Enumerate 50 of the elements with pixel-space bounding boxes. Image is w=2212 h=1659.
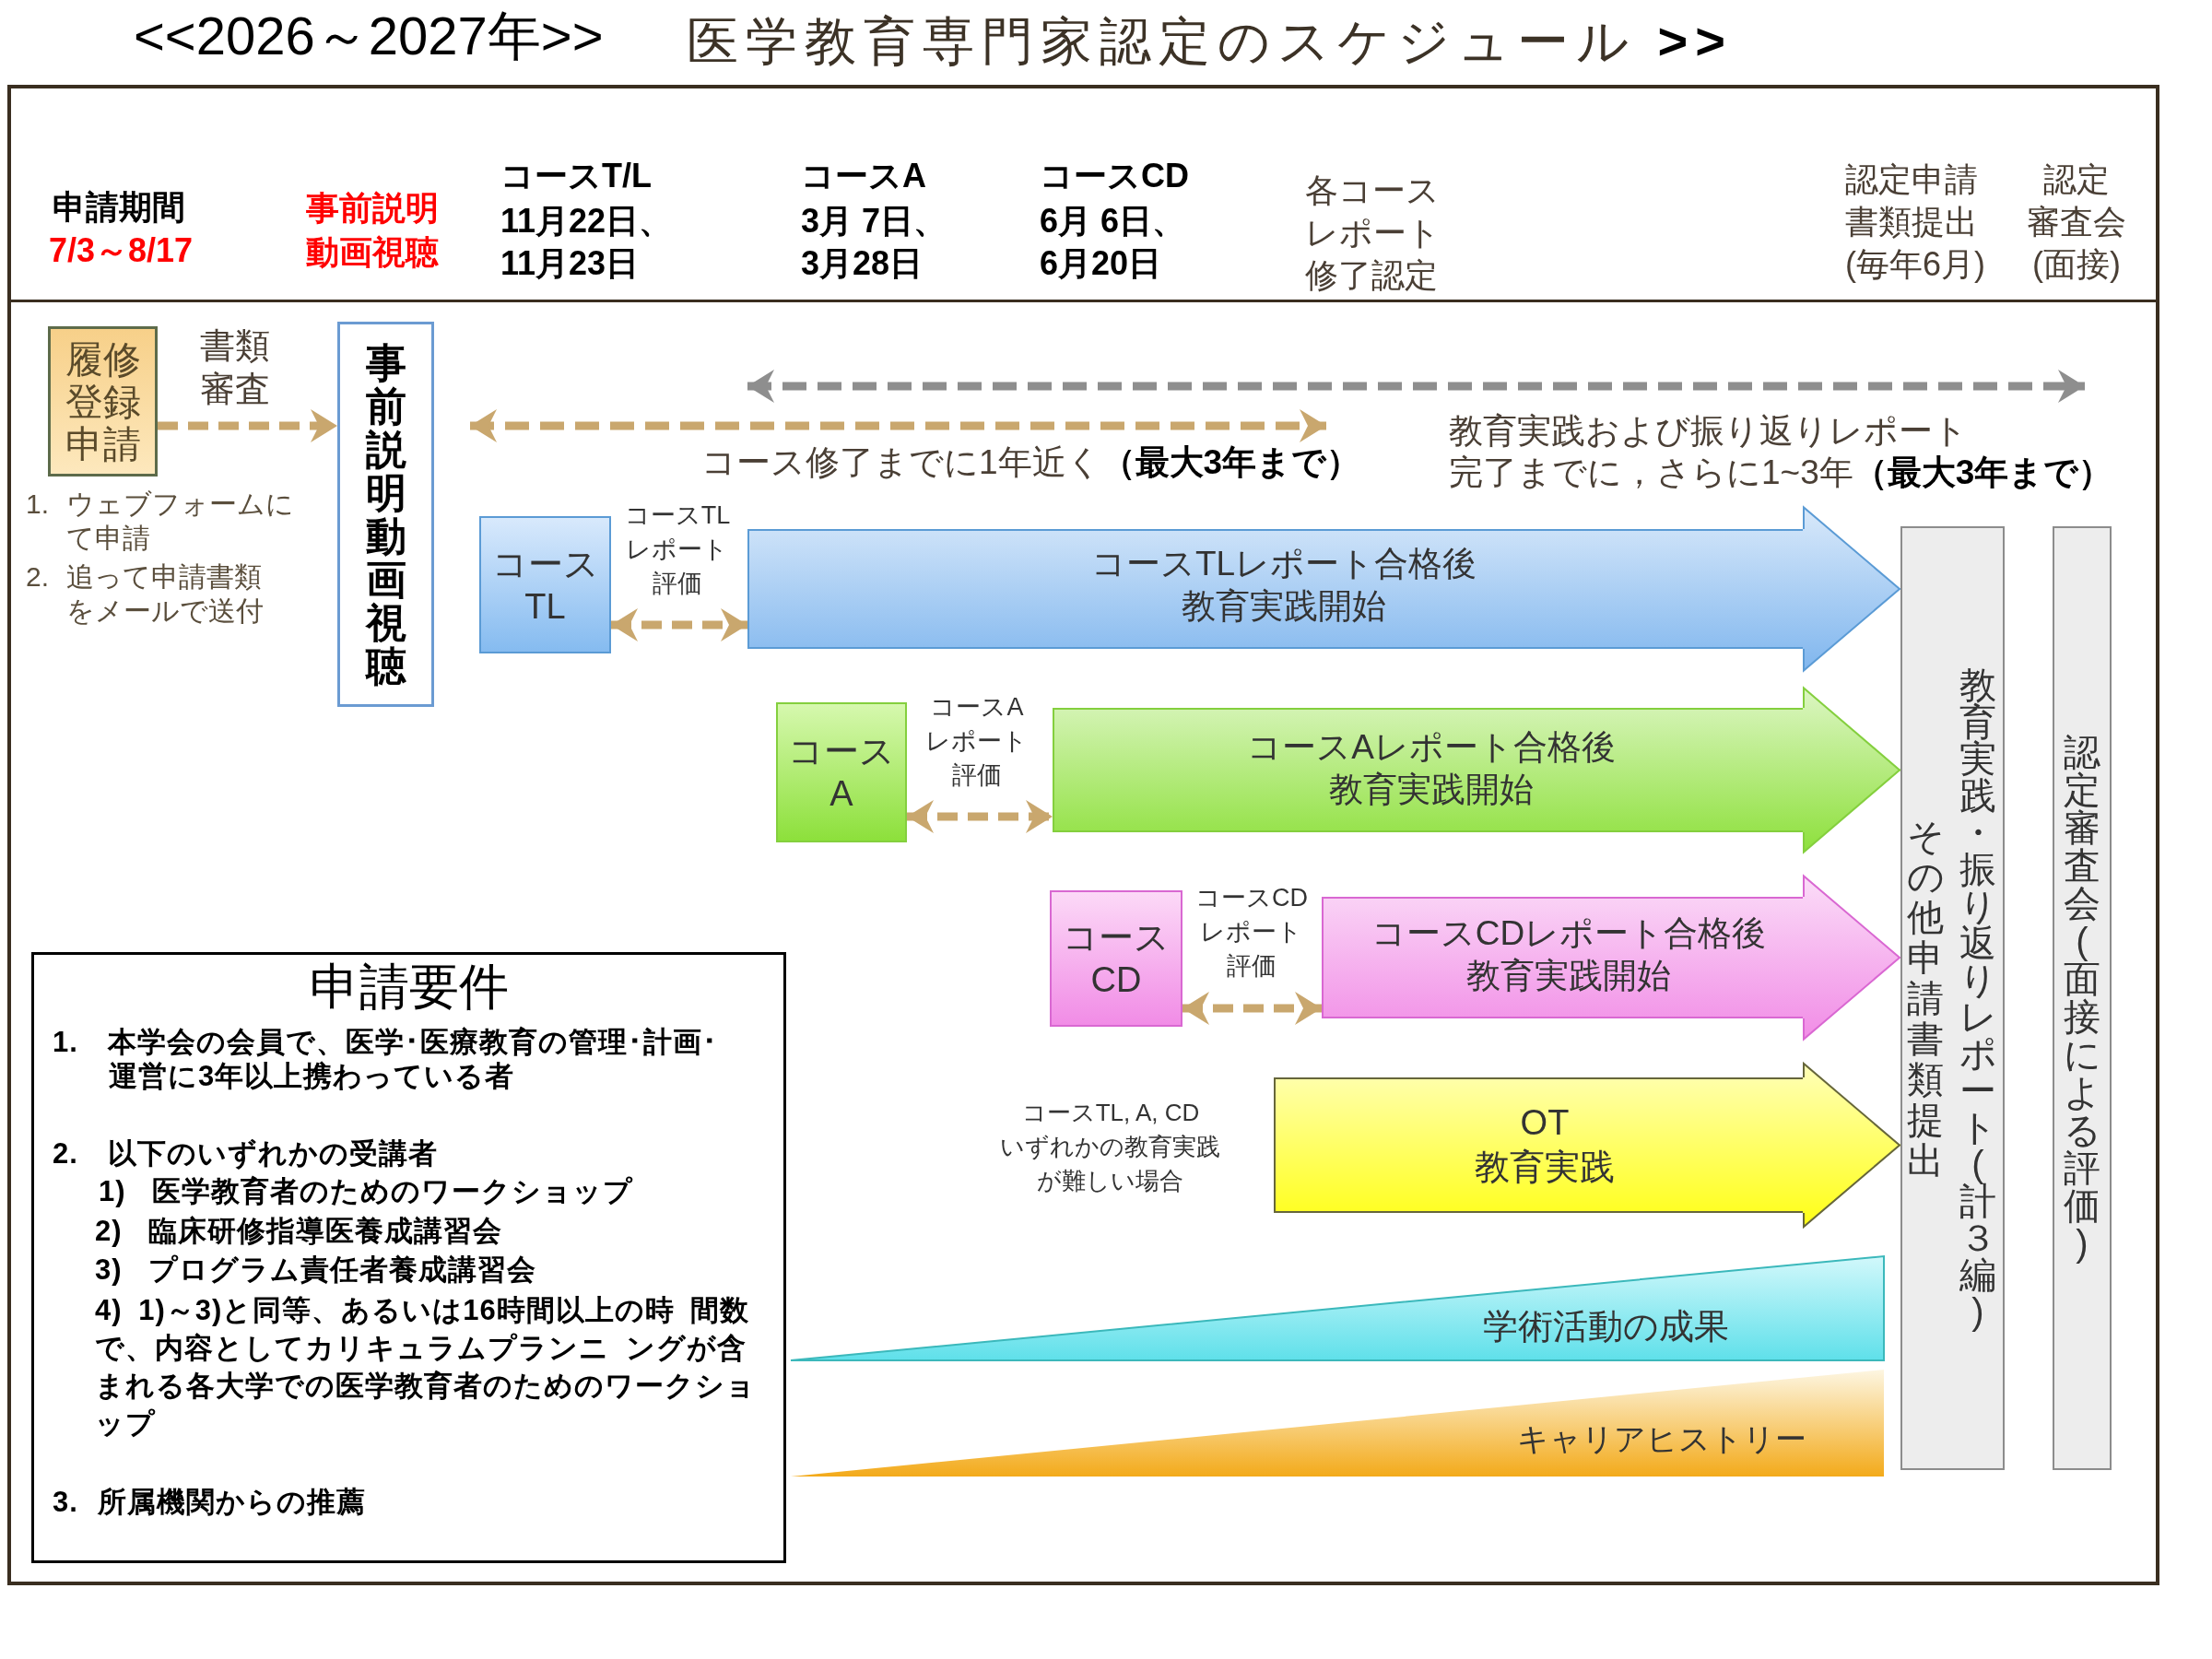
column-heading: コースT/L bbox=[500, 156, 652, 196]
requirements-box bbox=[31, 952, 786, 1563]
date-text: 11月22日、11月23日 bbox=[500, 201, 674, 284]
vertical-text: 教育実践・振り返りレポート(計３編) bbox=[1958, 666, 1998, 1330]
vertical-text: その他申請書類提出 bbox=[1905, 816, 1946, 1181]
column-heading: 認定審査会(面接) bbox=[2026, 159, 2127, 285]
step-box: 履修登録申請 bbox=[48, 326, 158, 477]
page-title: 医学教育専門家認定のスケジュール >> bbox=[687, 11, 1733, 72]
column-box bbox=[1900, 526, 2005, 1470]
column-heading: 認定申請書類提出(毎年6月) bbox=[1845, 159, 1986, 285]
block-arrowhead bbox=[1802, 686, 1901, 854]
dashed-arrow bbox=[1182, 992, 1322, 1025]
course-box: コースA bbox=[776, 702, 907, 842]
course-box: コースTL bbox=[479, 516, 611, 653]
note-text: 1. ウェブフォームにて申請 bbox=[26, 488, 296, 555]
step-box: 事前説明動画視聴 bbox=[337, 322, 434, 707]
dashed-arrow bbox=[158, 409, 337, 442]
year-heading: <<2026～2027年>> bbox=[134, 6, 604, 66]
list-item: 2. 以下のいずれかの受講者 bbox=[53, 1136, 439, 1171]
dashed-arrow bbox=[611, 608, 747, 641]
date-text: 6月 6日、6月20日 bbox=[1040, 201, 1187, 284]
date-text: 3月 7日、3月28日 bbox=[801, 201, 948, 284]
duration-label: 教育実践および振り返りレポート完了までに，さらに1~3年（最大3年まで） bbox=[1449, 411, 2114, 493]
column-box: 認定審査会(面接による評価) bbox=[2053, 526, 2112, 1470]
list-item: 3) プログラム責任者養成講習会 bbox=[95, 1253, 537, 1287]
list-item: 1) 医学教育者のためのワークショップ bbox=[99, 1174, 634, 1208]
note-text: 2. 追って申請書類をメールで送付 bbox=[26, 560, 265, 628]
block-arrowhead bbox=[1802, 1062, 1901, 1229]
process-band: コースTLレポート合格後教育実践開始 bbox=[747, 529, 1803, 649]
column-heading: コースA bbox=[801, 156, 926, 196]
box-heading: 申請要件 bbox=[310, 959, 509, 1014]
course-box: コースCD bbox=[1050, 890, 1182, 1027]
column-heading: 各コースレポート修了認定 bbox=[1305, 171, 1441, 296]
duration-label: コース修了までに1年近く（最大3年まで） bbox=[701, 442, 1361, 483]
column-heading: 申請期間 bbox=[53, 187, 185, 228]
wedge-band: 学術活動の成果 bbox=[790, 1255, 1885, 1361]
process-band: コースAレポート合格後教育実践開始 bbox=[1053, 708, 1803, 832]
list-item: 4) 1)～3)と同等、あるいは16時間以上の時 間数で、内容としてカリキュラムプランニ ングが含まれる各大学での医学教育者のためのワークショップ bbox=[95, 1293, 757, 1441]
note-text: コースTL, A, CDいずれかの教育実践が難しい場合 bbox=[999, 1098, 1222, 1196]
list-item: 1. 本学会の会員で、医学･医療教育の管理･計画･運営に3年以上携わっている者 bbox=[53, 1025, 720, 1093]
block-arrowhead bbox=[1802, 874, 1901, 1041]
column-heading: コースCD bbox=[1040, 156, 1189, 196]
column-heading: 事前説明動画視聴 bbox=[306, 188, 440, 273]
process-band: OT教育実践 bbox=[1274, 1077, 1803, 1213]
block-arrowhead bbox=[1802, 505, 1901, 673]
list-item: 3. 所属機関からの推薦 bbox=[53, 1485, 367, 1519]
dashed-arrow bbox=[907, 800, 1053, 833]
process-band: コースCDレポート合格後教育実践開始 bbox=[1322, 897, 1803, 1018]
list-item: 2) 臨床研修指導医養成講習会 bbox=[95, 1214, 503, 1248]
date-text: 7/3～8/17 bbox=[49, 230, 194, 271]
